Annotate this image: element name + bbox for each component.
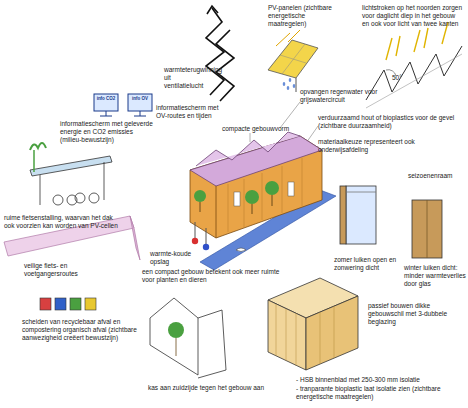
- annotation-label: compacte gebouwvorm: [222, 125, 302, 133]
- building: [190, 132, 322, 252]
- heat-recovery-arrow: [206, 6, 234, 101]
- season-windows: [340, 186, 442, 258]
- screen-text: info CO2: [95, 97, 117, 102]
- annotation-label: scheiden van recyclebaar afval en compos…: [22, 318, 142, 341]
- annotation-label: - tranparante bioplastic laat isolatie z…: [296, 385, 466, 401]
- annotation-label: ruime fietsenstalling, waarvan het dak o…: [4, 214, 122, 230]
- annotation-label: - HSB binnenblad met 250-300 mm isolatie: [296, 376, 464, 384]
- sawtooth-roof: [366, 22, 462, 108]
- wall-section: [268, 278, 358, 370]
- annotation-label: lichtstroken op het noorden zorgen voor …: [362, 4, 464, 27]
- annotation-label: passief bouwen dikke gebouwschil met 3-d…: [368, 302, 466, 325]
- annotation-label: PV-panelen (zichtbare energetische maatr…: [268, 4, 342, 27]
- annotation-label: veilige fiets- en voetgangersroutes: [24, 262, 114, 278]
- recycling-bins: [40, 298, 96, 310]
- annotation-label: een compact gebouw betekent ook meer rui…: [142, 268, 282, 284]
- greenhouse: [150, 298, 226, 378]
- pv-panel: [268, 30, 318, 92]
- annotation-label: informatiescherm met OV-routes en tijden: [156, 104, 220, 120]
- screen-text: info OV: [129, 97, 151, 102]
- annotation-label: warmte-koude opslag: [150, 250, 194, 266]
- annotation-label: warmteterugwinning uit ventilatielucht: [164, 66, 208, 89]
- rain-drops: [283, 78, 296, 90]
- info-screens: [94, 94, 152, 116]
- annotation-label: verduurzaamd hout of bioplastics voor de…: [318, 114, 466, 130]
- annotation-label: kas aan zuidzijde tegen het gebouw aan: [148, 384, 266, 392]
- annotation-label: zomer luiken open en zonwering dicht: [334, 256, 398, 272]
- annotation-label: materiaalkeuze representeert ook onderwi…: [318, 138, 466, 154]
- annotation-label: informatiescherm met geleverde energie e…: [60, 120, 156, 143]
- annotation-label: opvangen regenwater voor grijswatercircu…: [300, 88, 380, 104]
- annotation-label: seizoenenraam: [408, 172, 466, 180]
- bike-shelter: [30, 143, 112, 205]
- annotation-label: 50°: [392, 74, 412, 82]
- annotation-label: winter luiken dicht: minder warmteverlie…: [404, 264, 466, 287]
